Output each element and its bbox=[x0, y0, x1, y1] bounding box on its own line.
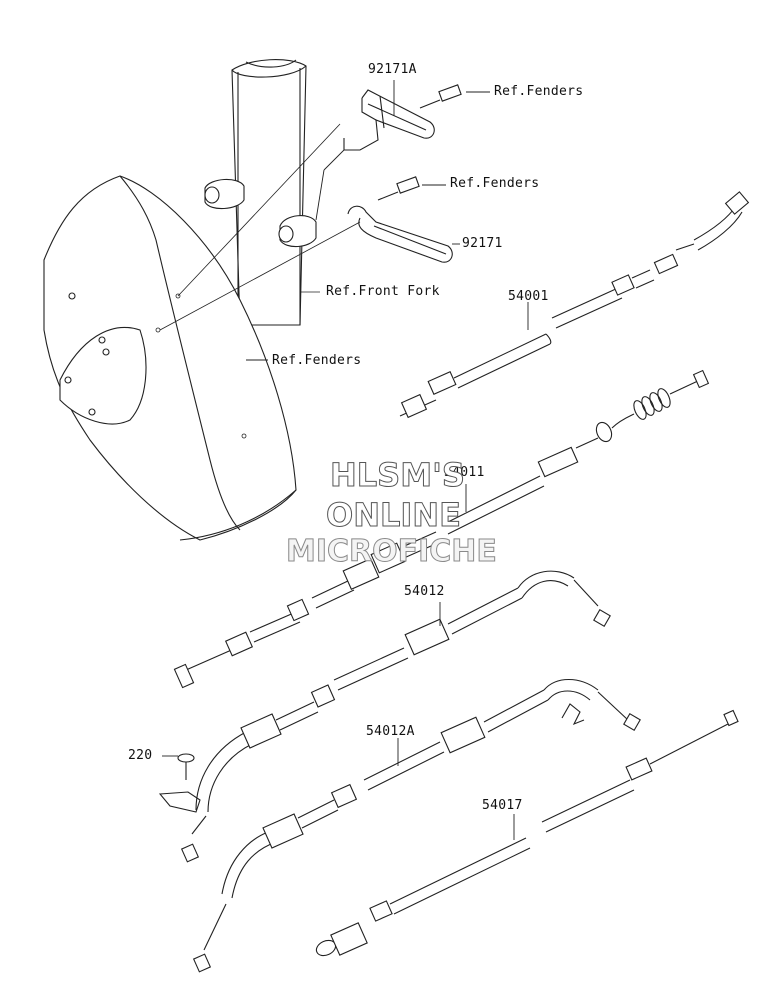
front-fender bbox=[43, 175, 297, 541]
label-92171: 92171 bbox=[462, 236, 503, 251]
label-54012: 54012 bbox=[404, 584, 445, 599]
assembly-lines bbox=[159, 123, 361, 361]
bolt-lower bbox=[377, 176, 446, 201]
label-ref-fenders-2: Ref.Fenders bbox=[450, 176, 540, 191]
watermark-line-3: MICROFICHE bbox=[286, 534, 498, 570]
cable-54011 bbox=[173, 369, 710, 689]
label-220: 220 bbox=[128, 748, 153, 763]
clamp-92171A bbox=[315, 80, 435, 221]
label-ref-front-fork: Ref.Front Fork bbox=[326, 284, 440, 299]
label-54001: 54001 bbox=[508, 289, 549, 304]
label-ref-fenders-1: Ref.Fenders bbox=[494, 84, 584, 99]
label-92171A: 92171A bbox=[368, 62, 417, 77]
cable-54001 bbox=[399, 191, 750, 419]
watermark-line-1: HLSM'S bbox=[330, 456, 466, 495]
watermark-line-2: ONLINE bbox=[326, 496, 462, 535]
cable-54012A bbox=[192, 679, 641, 973]
label-54017: 54017 bbox=[482, 798, 523, 813]
clamp-92171 bbox=[347, 205, 460, 263]
label-ref-fenders-3: Ref.Fenders bbox=[272, 353, 362, 368]
cable-54012 bbox=[158, 570, 611, 863]
front-fork bbox=[204, 59, 317, 326]
cable-54017 bbox=[315, 709, 739, 957]
label-54011: 54011 bbox=[444, 465, 485, 480]
label-54012A: 54012A bbox=[366, 724, 415, 739]
bolt-upper bbox=[419, 84, 490, 109]
